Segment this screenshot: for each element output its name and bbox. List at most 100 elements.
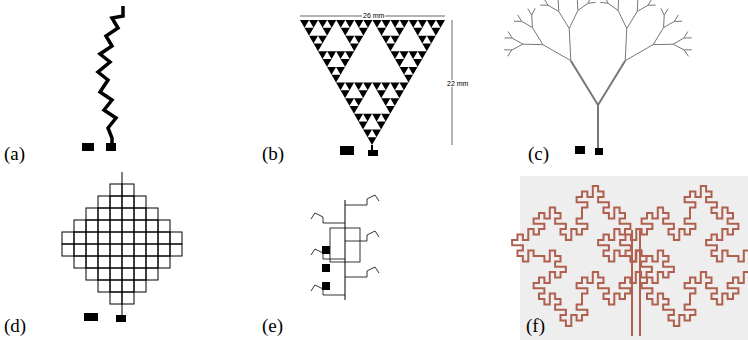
grid-cell xyxy=(98,232,110,244)
grid-cell xyxy=(110,232,122,244)
minkowski-antenna xyxy=(512,186,748,336)
tree-antenna xyxy=(504,0,692,155)
feed-pad xyxy=(322,264,330,272)
grid-cell xyxy=(158,256,170,268)
grid-cell xyxy=(86,232,98,244)
sierpinski-hole xyxy=(305,20,314,28)
grid-cell xyxy=(122,268,134,280)
grid-cell xyxy=(122,244,134,256)
feed-pad xyxy=(82,143,94,151)
grid-cell xyxy=(86,268,98,280)
sierpinski-hole xyxy=(377,83,386,91)
tree-branch xyxy=(664,9,668,16)
tree-branch xyxy=(684,50,688,56)
grid-cell xyxy=(110,208,122,220)
tree-branch xyxy=(618,10,627,28)
grid-cell xyxy=(98,244,110,256)
sierpinski-hole xyxy=(377,20,386,28)
panel-label: (f) xyxy=(526,316,545,335)
grid-cell xyxy=(110,256,122,268)
spine xyxy=(345,200,346,300)
grid-cell xyxy=(134,268,146,280)
sierpinski-hole xyxy=(350,36,359,44)
tree-branch xyxy=(532,28,542,45)
koch-antenna xyxy=(82,6,123,151)
tree-branch xyxy=(540,5,548,6)
grid-cell xyxy=(158,220,170,232)
tree-branch xyxy=(514,21,522,22)
sierpinski-hole xyxy=(413,51,422,59)
sierpinski-hole xyxy=(395,83,404,91)
grid-cell xyxy=(134,280,146,292)
tree-branch xyxy=(569,10,578,28)
grid-cell xyxy=(98,208,110,220)
sierpinski-hole xyxy=(341,51,350,59)
tree-branch xyxy=(504,37,512,38)
tree-branch xyxy=(637,5,648,11)
branch xyxy=(345,195,379,205)
tree-branch xyxy=(531,15,533,27)
grid-cell xyxy=(86,244,98,256)
grid-cell xyxy=(110,220,122,232)
tree-branch xyxy=(512,38,523,44)
tree-branch xyxy=(625,45,653,61)
tree-branch xyxy=(532,8,535,15)
panel-label: (a) xyxy=(4,144,25,163)
sierpinski-antenna xyxy=(300,20,445,156)
sierpinski-hole xyxy=(431,20,440,28)
grid-cell xyxy=(74,244,86,256)
grid-cell xyxy=(74,232,86,244)
grid-cell xyxy=(98,280,110,292)
tree-branch xyxy=(648,0,652,5)
panel-label: (e) xyxy=(262,316,283,335)
sierpinski-hole xyxy=(377,114,386,122)
grid-cell xyxy=(134,220,146,232)
sierpinski-hole xyxy=(350,98,359,106)
tree-branch xyxy=(674,21,682,22)
tree-branch xyxy=(518,15,522,22)
grid-cell xyxy=(122,256,134,268)
grid-cell xyxy=(86,256,98,268)
feed-pad xyxy=(106,143,116,151)
tree-branch xyxy=(605,0,608,3)
grid-cell xyxy=(62,232,74,244)
grid-cell xyxy=(122,196,134,208)
sierpinski-hole xyxy=(323,51,332,59)
grid-cell xyxy=(110,268,122,280)
grid-cell xyxy=(146,220,158,232)
photo-ground xyxy=(520,176,748,340)
tree-branch xyxy=(578,3,588,10)
tree-branch xyxy=(653,28,663,45)
koch-line xyxy=(98,6,123,148)
tree-branch xyxy=(522,21,533,27)
sierpinski-hole xyxy=(368,129,377,137)
grid-cell xyxy=(110,280,122,292)
grid-cell xyxy=(170,232,182,244)
tree-branch xyxy=(684,31,688,38)
grid-cell xyxy=(146,208,158,220)
tree-branch xyxy=(618,0,620,10)
tree-branch xyxy=(684,49,692,50)
tree-branch xyxy=(625,28,627,60)
grid-cell xyxy=(122,208,134,220)
tree-branch xyxy=(508,50,512,56)
grid-cell xyxy=(62,244,74,256)
branch xyxy=(345,267,379,277)
sierpinski-hole xyxy=(323,20,332,28)
grid-cell xyxy=(146,268,158,280)
tree-branch xyxy=(512,44,523,50)
grid-cell xyxy=(122,292,134,304)
tree-branch xyxy=(548,5,559,11)
grid-cell xyxy=(110,184,122,196)
branch xyxy=(345,231,379,241)
sierpinski-hole xyxy=(404,67,413,75)
panel-label: (b) xyxy=(262,144,284,163)
sierpinski-hole xyxy=(341,83,350,91)
feed-pad xyxy=(84,313,98,321)
tree-branch xyxy=(663,15,665,27)
grid-cell xyxy=(110,196,122,208)
tree-branch xyxy=(577,0,579,10)
sierpinski-hole xyxy=(413,20,422,28)
sierpinski-hole xyxy=(386,98,395,106)
